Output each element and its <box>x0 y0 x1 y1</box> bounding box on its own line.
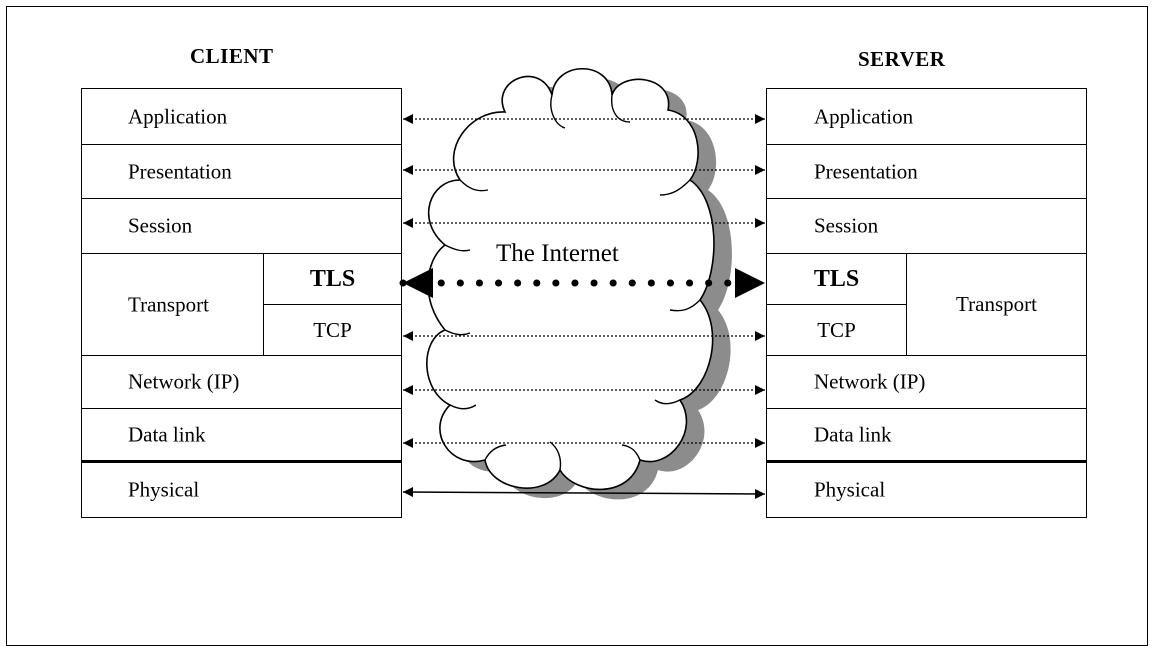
server-session-label: Session <box>814 213 879 238</box>
client-application-label: Application <box>128 104 228 128</box>
client-session-label: Session <box>128 213 193 238</box>
server-tcp-label: TCP <box>817 317 856 342</box>
server-tcp-cell: TCP <box>767 305 906 355</box>
client-layer-datalink: Data link <box>82 409 401 463</box>
client-tcp-cell: TCP <box>264 305 401 355</box>
client-physical-label: Physical <box>128 477 200 502</box>
client-datalink-label: Data link <box>128 422 206 446</box>
client-stack: Application Presentation Session Transpo… <box>81 88 402 518</box>
server-layer-transport: TLS TCP Transport <box>767 254 1086 356</box>
server-presentation-label: Presentation <box>814 159 918 183</box>
server-transport-label: Transport <box>956 292 1037 316</box>
server-stack: Application Presentation Session TLS TCP… <box>766 88 1087 518</box>
server-physical-label: Physical <box>814 477 886 502</box>
server-layer-application: Application <box>767 89 1086 145</box>
client-transport-label: Transport <box>128 292 209 316</box>
server-datalink-label: Data link <box>814 422 892 446</box>
client-network-label: Network (IP) <box>128 369 240 394</box>
server-transport-sub: TLS TCP <box>767 254 907 355</box>
server-tls-label: TLS <box>813 265 860 292</box>
client-transport-cell: Transport <box>82 254 263 355</box>
server-layer-physical: Physical <box>767 463 1086 517</box>
server-network-label: Network (IP) <box>814 369 926 394</box>
server-transport-cell: Transport <box>907 254 1086 355</box>
server-layer-presentation: Presentation <box>767 145 1086 199</box>
client-layer-session: Session <box>82 199 401 254</box>
server-tls-cell: TLS <box>767 254 906 305</box>
client-tls-label: TLS <box>309 265 356 292</box>
server-title: SERVER <box>858 47 946 71</box>
arrow-physical <box>402 487 766 499</box>
server-layer-datalink: Data link <box>767 409 1086 463</box>
server-layer-network: Network (IP) <box>767 356 1086 409</box>
client-layer-transport: Transport TLS TCP <box>82 254 401 356</box>
server-layer-session: Session <box>767 199 1086 254</box>
client-presentation-label: Presentation <box>128 159 232 183</box>
client-layer-physical: Physical <box>82 463 401 517</box>
internet-label: The Internet <box>494 239 621 269</box>
client-layer-application: Application <box>82 89 401 145</box>
network-diagram <box>399 67 769 500</box>
internet-cloud <box>426 67 715 491</box>
client-tls-cell: TLS <box>264 254 401 305</box>
client-layer-presentation: Presentation <box>82 145 401 199</box>
client-layer-network: Network (IP) <box>82 356 401 409</box>
client-transport-sub: TLS TCP <box>263 254 401 355</box>
server-application-label: Application <box>814 104 914 128</box>
client-tcp-label: TCP <box>313 317 352 342</box>
client-title: CLIENT <box>190 44 274 68</box>
